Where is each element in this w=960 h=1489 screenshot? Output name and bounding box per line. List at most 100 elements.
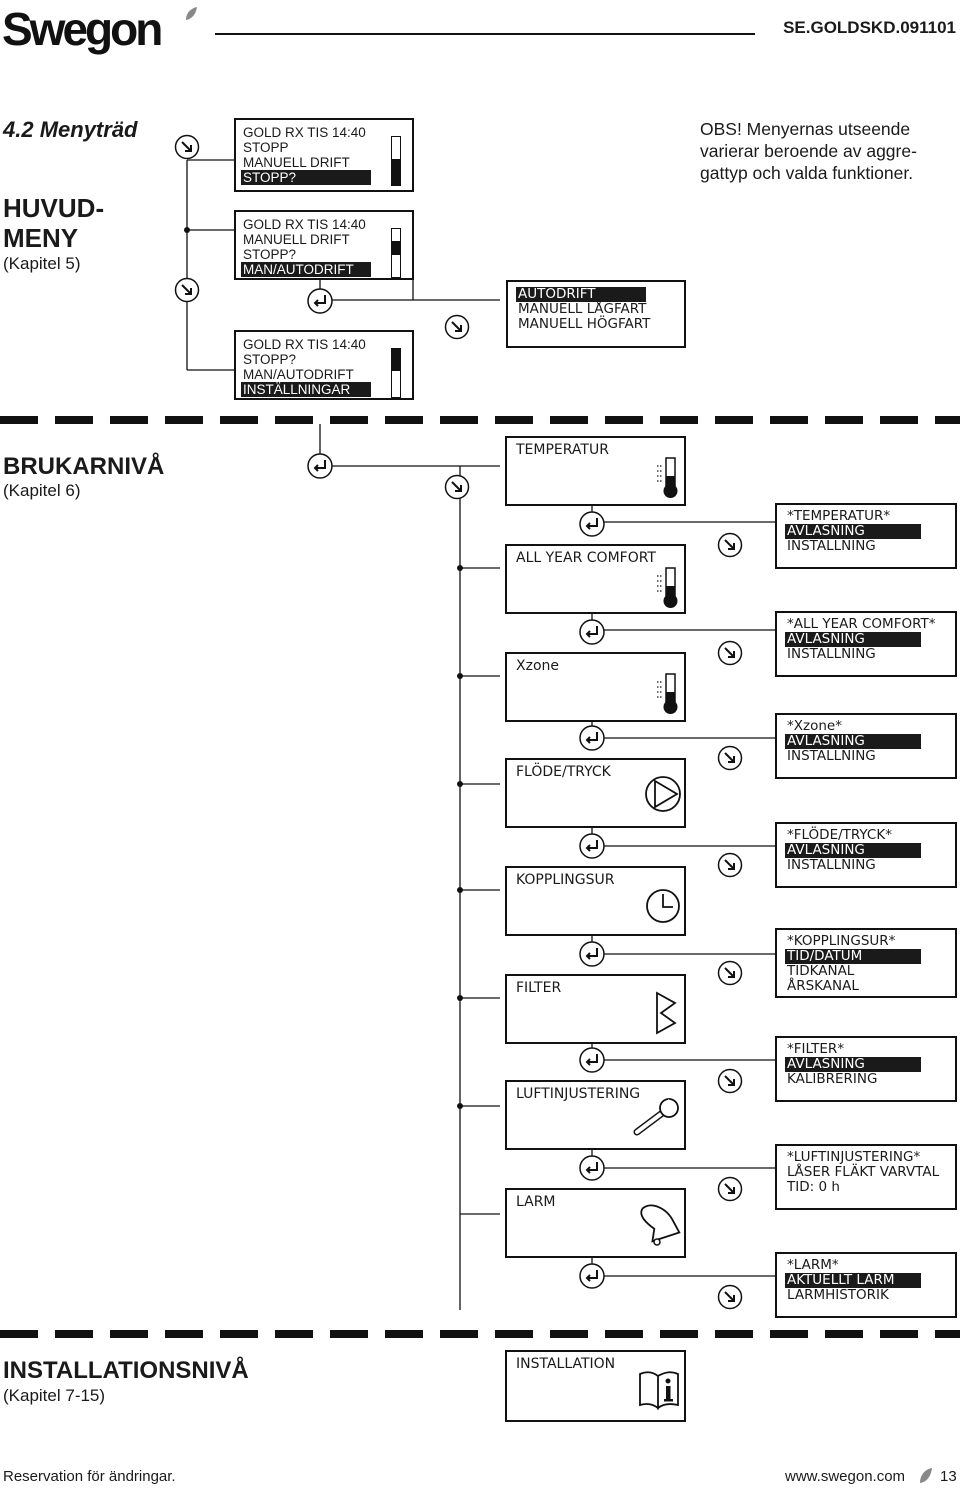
user-menu-xzone: Xzone — [505, 652, 686, 722]
thermometer-icon — [657, 567, 678, 608]
menu-label: KOPPLINGSUR — [516, 872, 615, 888]
down-arrow-icon — [717, 852, 743, 878]
installation-menu: INSTALLATION — [505, 1350, 686, 1422]
user-menu-filter: FILTER — [505, 974, 686, 1044]
menu-label: Xzone — [516, 658, 559, 674]
enter-icon — [579, 1047, 605, 1073]
enter-icon — [579, 1155, 605, 1181]
down-arrow-icon — [717, 1068, 743, 1094]
submenu-option: INSTÄLLNING — [787, 646, 876, 662]
down-arrow-icon — [717, 745, 743, 771]
down-arrow-icon — [444, 474, 470, 500]
brukarniva-title: BRUKARNIVÅ — [3, 453, 165, 480]
scrollbar — [391, 348, 401, 398]
down-arrow-icon — [444, 314, 470, 340]
separator-dashed — [0, 1330, 960, 1338]
submenu-all-year-comfort: *ALL YEAR COMFORT* AVLÄSNING INSTÄLLNING — [775, 611, 957, 677]
submenu-title: *LARM* — [787, 1257, 839, 1273]
menu-label: FILTER — [516, 980, 562, 996]
thermometer-icon — [657, 457, 678, 498]
submenu-option-selected: AKTUELLT LARM — [785, 1273, 921, 1288]
main-screen-installningar: GOLD RX TIS 14:40 STOPP? MAN/AUTODRIFT I… — [234, 330, 414, 400]
submenu-option: KALIBRERING — [787, 1071, 878, 1087]
down-arrow-icon — [717, 1176, 743, 1202]
screen-line-selected: STOPP? — [241, 170, 371, 185]
wrench-icon — [633, 1098, 679, 1136]
clock-icon — [646, 889, 680, 923]
down-arrow-icon — [717, 640, 743, 666]
user-menu-all-year-comfort: ALL YEAR COMFORT — [505, 544, 686, 614]
submenu-xzone: *Xzone* AVLÄSNING INSTÄLLNING — [775, 713, 957, 779]
down-arrow-icon — [174, 277, 200, 303]
screen-line: MANUELL DRIFT — [243, 155, 350, 170]
brukarniva-chapter: (Kapitel 6) — [3, 481, 81, 500]
submenu-option-selected: AVLÄSNING — [785, 524, 921, 539]
down-arrow-icon — [717, 532, 743, 558]
screen-line: GOLD RX TIS 14:40 — [243, 217, 366, 232]
submenu-filter: *FILTER* AVLÄSNING KALIBRERING — [775, 1036, 957, 1102]
enter-icon — [307, 453, 333, 479]
submenu-flode-tryck: *FLÖDE/TRYCK* AVLÄSNING INSTÄLLNING — [775, 822, 957, 888]
submenu-option: LÅSER FLÄKT VARVTAL — [787, 1164, 940, 1180]
header-rule — [215, 33, 755, 35]
main-screen-stopp: GOLD RX TIS 14:40 STOPP MANUELL DRIFT ST… — [234, 118, 414, 192]
fan-icon — [645, 776, 681, 812]
menu-label: FLÖDE/TRYCK — [516, 764, 611, 780]
down-arrow-icon — [717, 1284, 743, 1310]
submenu-option: TID: 0 h — [787, 1179, 840, 1195]
enter-icon — [307, 288, 333, 314]
menu-label: TEMPERATUR — [516, 442, 609, 458]
submenu-temperatur: *TEMPERATUR* AVLÄSNING INSTÄLLNING — [775, 503, 957, 569]
submenu-option-selected: AVLÄSNING — [785, 632, 921, 647]
document-code: SE.GOLDSKD.091101 — [783, 18, 956, 37]
submenu-option: ÅRSKANAL — [787, 978, 859, 994]
huvudmeny-title-1: HUVUD- — [3, 193, 105, 223]
page-number: 13 — [940, 1468, 957, 1485]
user-menu-luftinjustering: LUFTINJUSTERING — [505, 1080, 686, 1150]
submenu-option-selected: TID/DATUM — [785, 949, 921, 964]
installationsniva-chapter: (Kapitel 7-15) — [3, 1386, 106, 1405]
submenu-option: INSTÄLLNING — [787, 538, 876, 554]
submenu-option: LARMHISTORIK — [787, 1287, 889, 1303]
screen-line: MANUELL DRIFT — [243, 232, 350, 247]
submenu-option: INSTÄLLNING — [787, 748, 876, 764]
menu-label: LARM — [516, 1194, 556, 1210]
swegon-logo: Swegon — [2, 3, 163, 55]
footer-disclaimer: Reservation för ändringar. — [3, 1468, 176, 1485]
screen-line: MAN/AUTODRIFT — [243, 367, 354, 382]
note-text: OBS! Menyernas utseende varierar beroend… — [700, 119, 917, 183]
separator-dashed — [0, 416, 960, 424]
user-menu-temperatur: TEMPERATUR — [505, 436, 686, 506]
logo-leaf-icon — [184, 6, 198, 26]
screen-line-selected: MAN/AUTODRIFT — [241, 262, 371, 277]
submenu-title: *Xzone* — [787, 718, 842, 734]
screen-line-selected: INSTÄLLNINGAR — [241, 382, 371, 397]
thermometer-icon — [657, 673, 678, 714]
autodrift-option-selected: AUTODRIFT — [516, 287, 646, 302]
leaf-icon — [920, 1468, 932, 1483]
menu-label: ALL YEAR COMFORT — [516, 550, 656, 566]
submenu-option-selected: AVLÄSNING — [785, 843, 921, 858]
user-menu-kopplingsur: KOPPLINGSUR — [505, 866, 686, 936]
section-title: 4.2 Menyträd — [3, 117, 138, 142]
submenu-option-selected: AVLÄSNING — [785, 734, 921, 749]
submenu-title: *KOPPLINGSUR* — [787, 933, 896, 949]
down-arrow-icon — [174, 134, 200, 160]
submenu-title: *FILTER* — [787, 1041, 845, 1057]
footer-url[interactable]: www.swegon.com — [785, 1468, 906, 1485]
screen-line: STOPP? — [243, 352, 297, 367]
screen-line: STOPP? — [243, 247, 297, 262]
enter-icon — [579, 511, 605, 537]
menu-label: INSTALLATION — [516, 1356, 616, 1372]
scrollbar — [391, 228, 401, 278]
user-menu-larm: LARM — [505, 1188, 686, 1258]
screen-line: STOPP — [243, 140, 289, 155]
user-menu-flode-tryck: FLÖDE/TRYCK — [505, 758, 686, 828]
huvudmeny-chapter: (Kapitel 5) — [3, 254, 81, 273]
bell-icon — [640, 1204, 681, 1246]
enter-icon — [579, 833, 605, 859]
submenu-title: *TEMPERATUR* — [787, 508, 891, 524]
submenu-kopplingsur: *KOPPLINGSUR* TID/DATUM TIDKANAL ÅRSKANA… — [775, 928, 957, 998]
scrollbar — [391, 136, 401, 186]
enter-icon — [579, 725, 605, 751]
